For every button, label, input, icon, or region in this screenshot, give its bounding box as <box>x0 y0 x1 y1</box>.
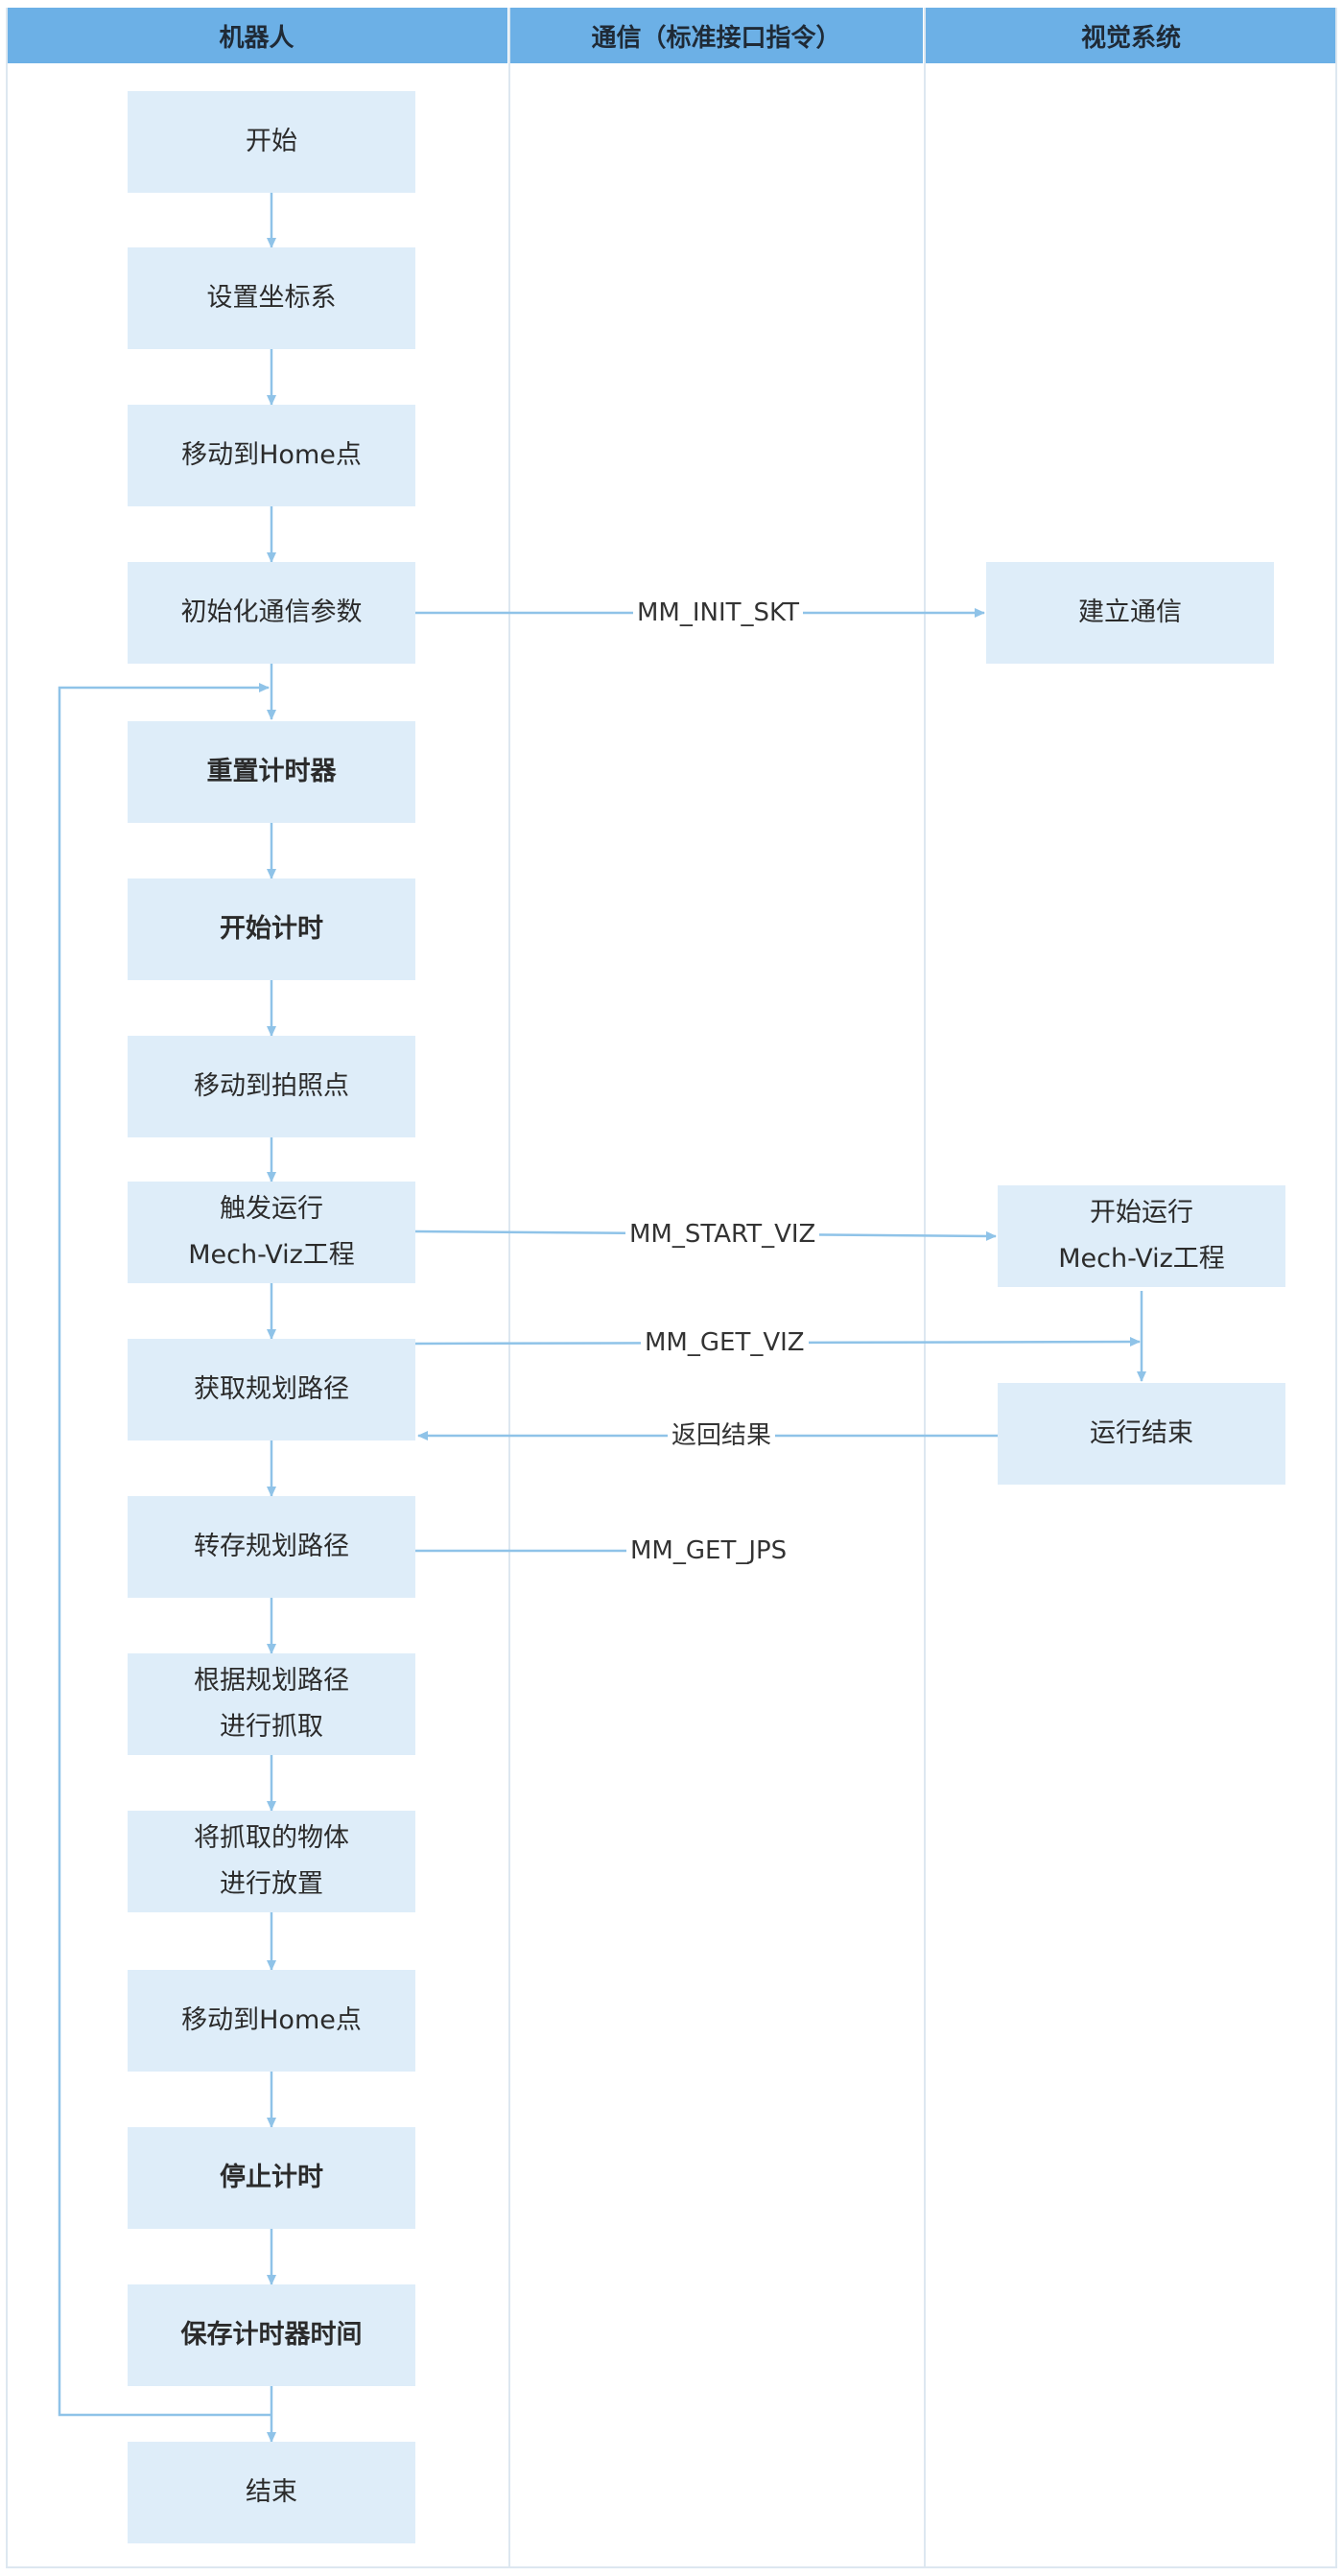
node-label: 根据规划路径 进行抓取 <box>194 1666 349 1742</box>
node-save-path: 转存规划路径 <box>128 1496 415 1598</box>
node-label: 停止计时 <box>220 2163 323 2192</box>
lane-divider-2 <box>924 8 926 2568</box>
node-start-viz: 开始运行 Mech-Viz工程 <box>998 1185 1285 1287</box>
lane-border-right <box>1335 8 1337 2568</box>
node-trigger-viz: 触发运行 Mech-Viz工程 <box>128 1182 415 1283</box>
node-label: 运行结束 <box>1090 1418 1193 1448</box>
node-stop-timer: 停止计时 <box>128 2127 415 2229</box>
node-label: 获取规划路径 <box>194 1374 349 1404</box>
lane-border-left <box>6 8 8 2568</box>
node-move-home-2: 移动到Home点 <box>128 1970 415 2072</box>
loop-arrow <box>58 683 271 2417</box>
node-label: 转存规划路径 <box>194 1532 349 1561</box>
node-label: 初始化通信参数 <box>180 597 363 627</box>
node-end: 结束 <box>128 2442 415 2543</box>
node-label: 开始运行 Mech-Viz工程 <box>1058 1198 1225 1274</box>
message-label: MM_GET_VIZ <box>645 1328 805 1357</box>
node-label: 移动到拍照点 <box>194 1071 349 1101</box>
node-establish-communication: 建立通信 <box>986 562 1274 664</box>
message-label-init-skt: MM_INIT_SKT <box>633 594 803 632</box>
message-label-start-viz: MM_START_VIZ <box>625 1215 820 1253</box>
message-label-return-result: 返回结果 <box>668 1417 776 1455</box>
node-move-home-1: 移动到Home点 <box>128 405 415 506</box>
node-init-communication: 初始化通信参数 <box>128 562 415 664</box>
node-reset-timer: 重置计时器 <box>128 721 415 823</box>
node-label: 保存计时器时间 <box>180 2320 363 2350</box>
lane-border-bottom <box>6 2566 1337 2568</box>
node-start: 开始 <box>128 91 415 193</box>
node-label: 结束 <box>246 2477 297 2507</box>
node-label: 建立通信 <box>1078 597 1182 627</box>
node-label: 重置计时器 <box>206 757 337 786</box>
node-label: 触发运行 Mech-Viz工程 <box>188 1194 355 1270</box>
node-save-timer: 保存计时器时间 <box>128 2284 415 2386</box>
message-label: MM_GET_JPS <box>630 1536 788 1565</box>
message-label: 返回结果 <box>672 1421 772 1450</box>
node-place: 将抓取的物体 进行放置 <box>128 1811 415 1912</box>
lane-header-communication: 通信（标准接口指令） <box>509 8 923 63</box>
node-pick: 根据规划路径 进行抓取 <box>128 1653 415 1755</box>
node-start-timer: 开始计时 <box>128 878 415 980</box>
lane-divider-1 <box>508 8 510 2568</box>
lane-title: 机器人 <box>219 23 295 53</box>
lane-header-robot: 机器人 <box>6 8 507 63</box>
node-label: 将抓取的物体 进行放置 <box>194 1823 349 1899</box>
node-run-end: 运行结束 <box>998 1383 1285 1485</box>
node-label: 移动到Home点 <box>181 2005 362 2035</box>
message-label: MM_START_VIZ <box>629 1220 816 1249</box>
message-label: MM_INIT_SKT <box>637 598 799 627</box>
lane-title: 视觉系统 <box>1080 23 1181 53</box>
node-label: 移动到Home点 <box>181 440 362 470</box>
lane-title: 通信（标准接口指令） <box>591 23 841 53</box>
node-set-coordinate-system: 设置坐标系 <box>128 247 415 349</box>
lane-header-vision: 视觉系统 <box>925 8 1337 63</box>
message-label-get-jps: MM_GET_JPS <box>626 1532 791 1570</box>
node-label: 设置坐标系 <box>206 283 337 313</box>
message-label-get-viz: MM_GET_VIZ <box>641 1323 809 1362</box>
node-label: 开始 <box>246 127 297 156</box>
node-label: 开始计时 <box>220 914 323 944</box>
node-get-path: 获取规划路径 <box>128 1339 415 1440</box>
node-move-photo-point: 移动到拍照点 <box>128 1036 415 1137</box>
